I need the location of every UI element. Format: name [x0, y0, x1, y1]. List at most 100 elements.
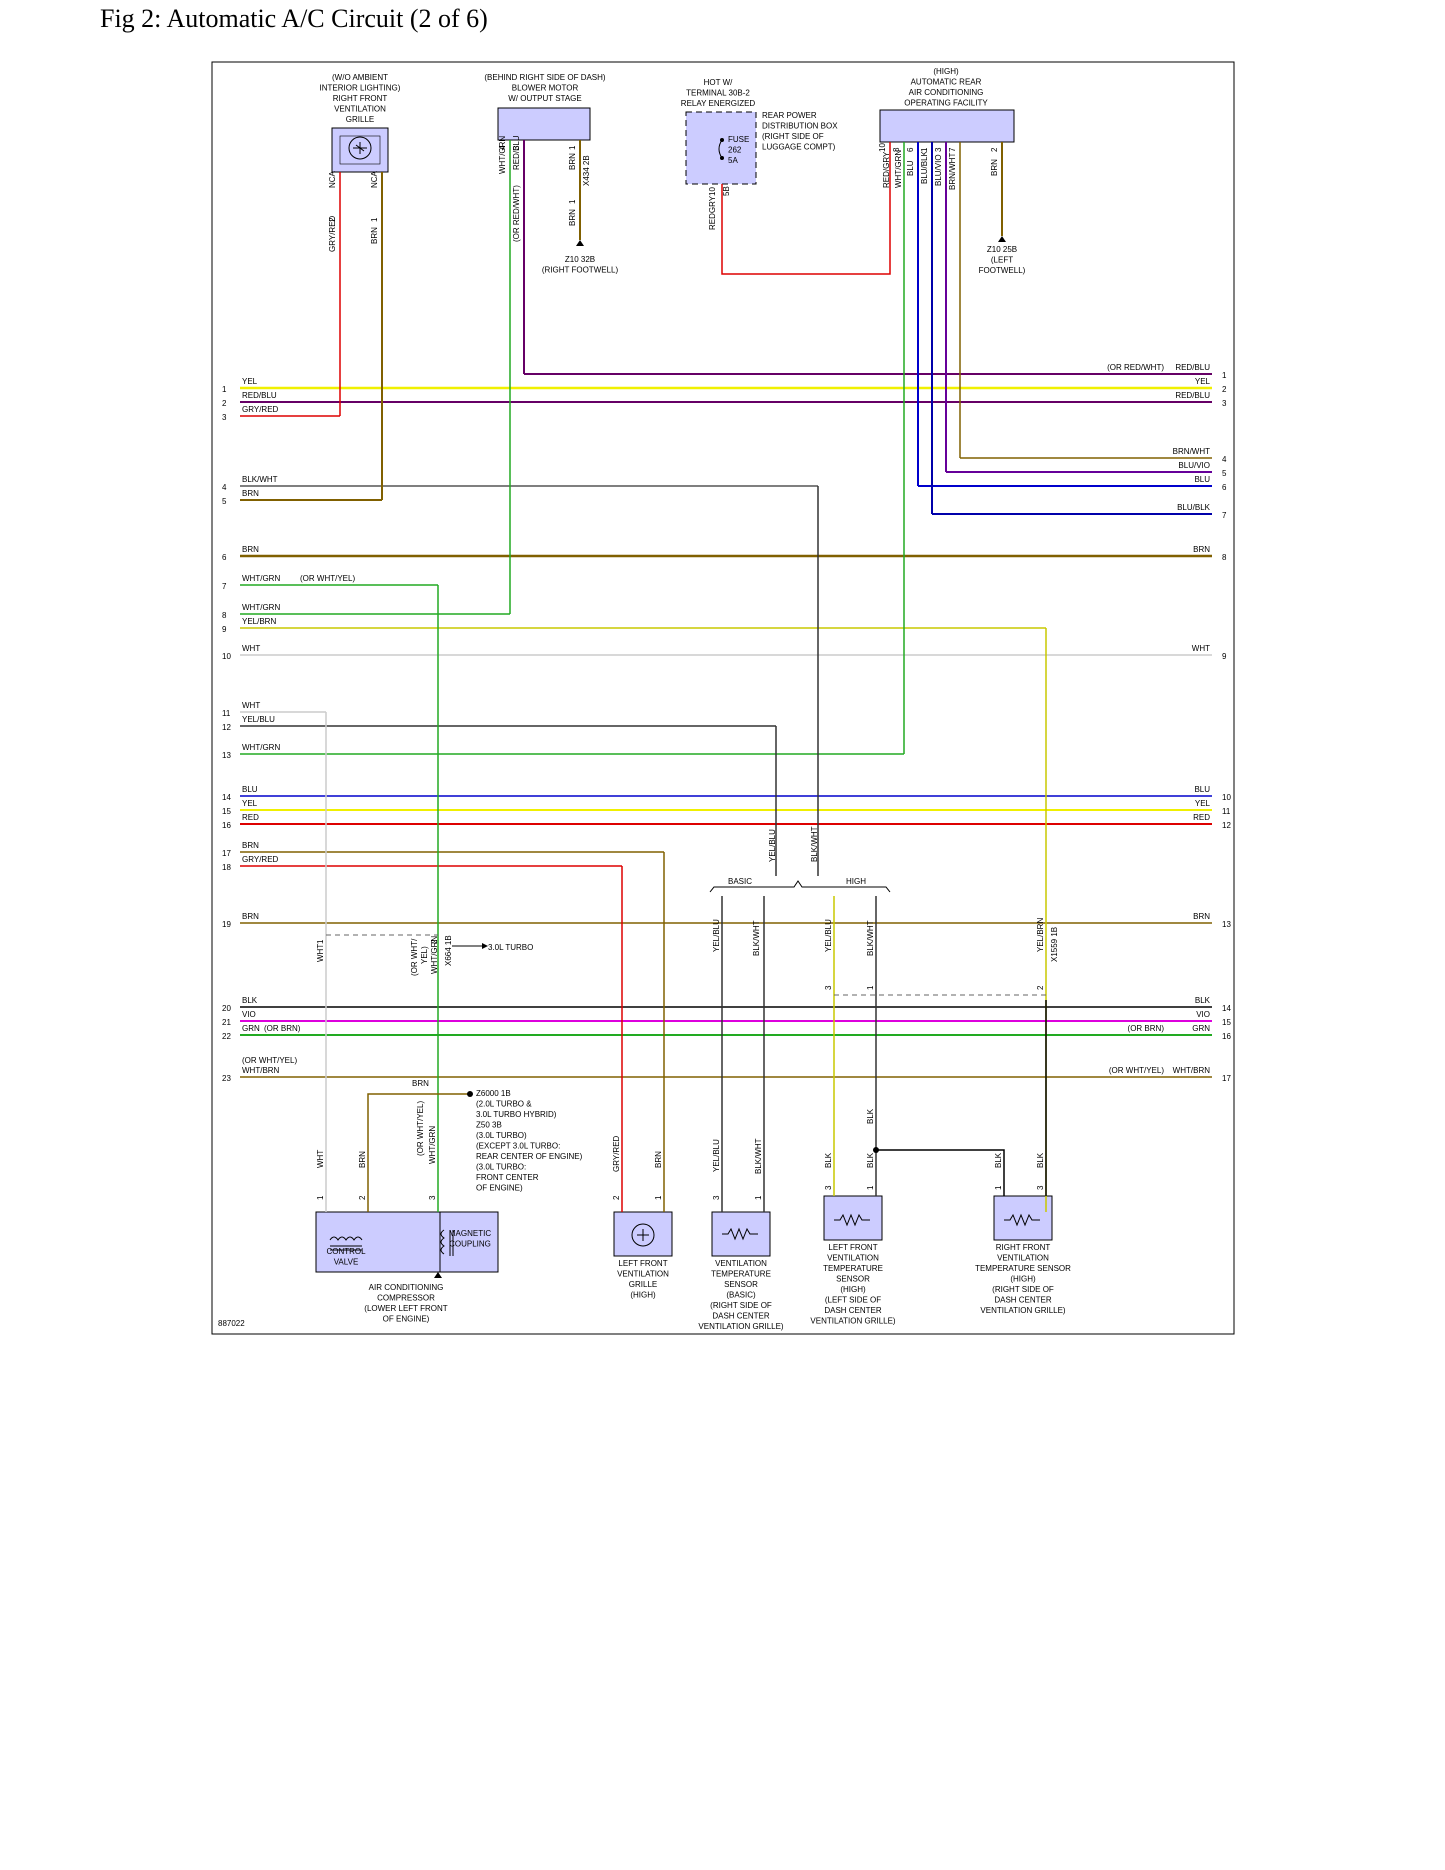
vertical-wire-label: 1: [568, 145, 577, 150]
component-label-z6000: (3.0L TURBO): [476, 1131, 527, 1140]
left-bus-pin-2: 2: [222, 399, 227, 408]
right-bus-wire-label: BRN: [1193, 545, 1210, 554]
vertical-wire-label: BLK: [866, 1108, 875, 1124]
vertical-wire-label: BLU/BLK: [920, 150, 929, 184]
left-bus-pin-19: 19: [222, 920, 231, 929]
vertical-wire-label: BRN: [568, 153, 577, 170]
right-bus-pin-9: 9: [1222, 652, 1227, 661]
component-label-control-valve: CONTROL: [326, 1247, 366, 1256]
component-label-blower: BLOWER MOTOR: [512, 84, 579, 93]
component-label-z6000: 3.0L TURBO HYBRID): [476, 1110, 557, 1119]
vertical-wire-label: 1: [370, 217, 379, 222]
component-label-lf-vts: VENTILATION: [827, 1254, 879, 1263]
component-label-rf-vts: DASH CENTER: [994, 1296, 1052, 1305]
component-label-vts-basic: TEMPERATURE: [711, 1270, 771, 1279]
component-label-vts-basic: (BASIC): [726, 1291, 756, 1300]
component-label-lf-vts: DASH CENTER: [824, 1306, 882, 1315]
left-bus-wire-label: WHT/GRN: [242, 574, 280, 583]
left-bus-wire-label: BLK/WHT: [242, 475, 278, 484]
left-bus-wire-label: GRN: [242, 1024, 260, 1033]
diagram-frame: [211, 61, 1235, 1335]
compressor-box: [315, 1211, 499, 1273]
left-bus-alt-label: (OR BRN): [264, 1024, 301, 1033]
vertical-wire-label: X434 2B: [582, 155, 591, 186]
vertical-wire-label: 3: [512, 145, 521, 150]
vertical-wire-label: YEL/BLU: [824, 919, 833, 952]
component-label-lf-vts: LEFT FRONT: [828, 1243, 877, 1252]
vertical-wire-label: BRN: [654, 1151, 663, 1168]
right-bus-wire-label: VIO: [1196, 1010, 1210, 1019]
component-label-vts-basic: VENTILATION GRILLE): [698, 1322, 784, 1331]
component-label-rear-ac: AIR CONDITIONING: [909, 88, 984, 97]
vertical-wire-label: 1: [920, 147, 929, 152]
vertical-wire-label: 1: [568, 199, 577, 204]
vertical-wire-label: BLU: [906, 160, 915, 176]
left-bus-wire-label: BLK: [242, 996, 258, 1005]
component-label-rf-vts: RIGHT FRONT: [996, 1243, 1051, 1252]
left-bus-pin-3: 3: [222, 413, 227, 422]
vertical-wire-label: BLK/WHT: [866, 920, 875, 956]
component-label-lf-grille: LEFT FRONT: [618, 1259, 667, 1268]
left-bus-wire-label: RED/BLU: [242, 391, 277, 400]
right-bus-wire-label: YEL: [1195, 799, 1211, 808]
component-label-z6000: REAR CENTER OF ENGINE): [476, 1152, 583, 1161]
vertical-wire-label: RED/BLU: [512, 135, 521, 170]
vertical-wire-label: 2: [990, 147, 999, 152]
left-bus-pin-9: 9: [222, 625, 227, 634]
vertical-wire-label: NCA: [328, 170, 337, 188]
left-bus-wire-label: WHT/GRN: [242, 743, 280, 752]
vertical-wire-label: 1: [866, 1185, 875, 1190]
vertical-wire-label: WHT/GRN: [430, 936, 439, 974]
left-bus-pin-1: 1: [222, 385, 227, 394]
component-label-grille-top: INTERIOR LIGHTING): [320, 84, 401, 93]
component-label-lf-vts: (LEFT SIDE OF: [825, 1296, 881, 1305]
right-bus-wire-label: BLU: [1194, 785, 1210, 794]
vertical-wire-label: GRY/RED: [612, 1135, 621, 1172]
component-label-rpdb: LUGGAGE COMPT): [762, 143, 836, 152]
component-label-grille-top: (W/O AMBIENT: [332, 73, 388, 82]
vertical-wire-label: (OR WHT/: [410, 938, 419, 976]
right-bus-wire-label: WHT/BRN: [1173, 1066, 1211, 1075]
component-label-lf-vts: VENTILATION GRILLE): [810, 1317, 896, 1326]
component-label-rf-vts: VENTILATION: [997, 1254, 1049, 1263]
vertical-wire-label: (OR RED/WHT): [512, 185, 521, 242]
right-bus-pin-1: 1: [1222, 371, 1227, 380]
right-bus-wire-label: RED/BLU: [1175, 363, 1210, 372]
diagram-id: 887022: [218, 1319, 245, 1328]
right-front-ventilation-temperature-sensor-box: [993, 1195, 1053, 1241]
left-bus-pin-12: 12: [222, 723, 231, 732]
right-bus-wire-label: BRN: [1193, 912, 1210, 921]
right-bus-wire-label: WHT: [1192, 644, 1210, 653]
component-label-vts-basic: (RIGHT SIDE OF: [710, 1301, 772, 1310]
basic-label: BASIC: [728, 877, 752, 886]
right-bus-alt-label: (OR BRN): [1128, 1024, 1165, 1033]
left-bus-wire-label: RED: [242, 813, 259, 822]
component-label-fuse: FUSE: [728, 135, 749, 144]
component-label-relay: TERMINAL 30B-2: [686, 89, 750, 98]
component-label-grille-top: VENTILATION: [334, 105, 386, 114]
component-label-z6000: (EXCEPT 3.0L TURBO:: [476, 1142, 560, 1151]
left-bus-wire-label: BRN: [242, 489, 259, 498]
component-label-z10-25b: (LEFT: [991, 256, 1013, 265]
right-bus-pin-12: 12: [1222, 821, 1231, 830]
right-bus-alt-label: (OR WHT/YEL): [1109, 1066, 1164, 1075]
right-bus-pin-2: 2: [1222, 385, 1227, 394]
vertical-wire-label: BLK/WHT: [754, 1138, 763, 1174]
vertical-wire-label: BLK: [866, 1152, 875, 1168]
vertical-wire-label: WHT: [316, 1150, 325, 1168]
left-bus-pin-10: 10: [222, 652, 231, 661]
left-bus-wire-label: GRY/RED: [242, 405, 279, 414]
vertical-wire-label: 3: [428, 1195, 437, 1200]
left-bus-wire-label: WHT: [242, 701, 260, 710]
left-bus-alt-label: (OR WHT/YEL): [242, 1056, 297, 1065]
component-label-relay: RELAY ENERGIZED: [681, 99, 756, 108]
component-label-blower: (BEHIND RIGHT SIDE OF DASH): [484, 73, 606, 82]
component-label-compressor: COMPRESSOR: [377, 1294, 435, 1303]
vertical-wire-label: YEL/BLU: [768, 829, 777, 862]
vertical-wire-label: 7: [948, 147, 957, 152]
wire-label: BRN: [412, 1079, 429, 1088]
vertical-wire-label: (OR WHT/YEL): [416, 1101, 425, 1156]
vertical-wire-label: BLU/VIO: [934, 154, 943, 186]
